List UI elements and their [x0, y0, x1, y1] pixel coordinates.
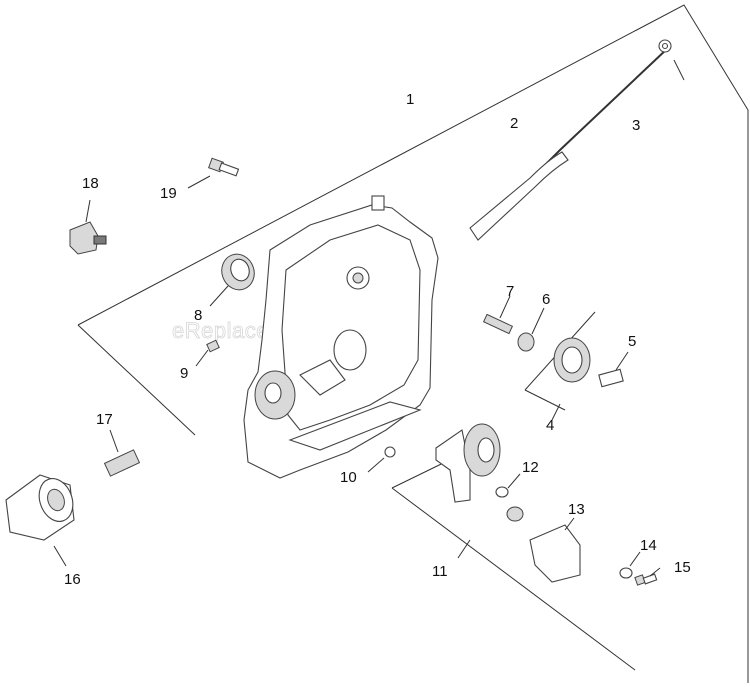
callout-16: 16: [64, 571, 81, 588]
callout-2: 2: [510, 115, 518, 132]
crankcase-cover-part[interactable]: [243, 195, 439, 479]
washer-14-part[interactable]: [619, 551, 641, 579]
callout-14: 14: [640, 537, 657, 554]
gear-bolt-part[interactable]: [598, 351, 629, 388]
oil-sensor-part[interactable]: [69, 199, 107, 255]
washer-part[interactable]: [517, 307, 545, 352]
callout-6: 6: [542, 291, 550, 308]
screw-15-part[interactable]: [634, 567, 661, 586]
callout-4: 4: [546, 417, 554, 434]
callout-18: 18: [82, 175, 99, 192]
callout-7: 7: [506, 283, 514, 300]
o-ring-12-part[interactable]: [495, 473, 521, 498]
callout-11: 11: [432, 563, 448, 580]
callout-3: 3: [632, 117, 640, 134]
callout-17: 17: [96, 411, 113, 428]
adapter-part[interactable]: [103, 429, 141, 477]
dipstick-part[interactable]: [469, 39, 685, 241]
oil-seal-part[interactable]: [209, 250, 259, 307]
o-ring-10-part[interactable]: [367, 446, 396, 473]
oil-pump-part[interactable]: [435, 423, 501, 559]
callout-13: 13: [568, 501, 585, 518]
callout-19: 19: [160, 185, 177, 202]
callout-15: 15: [674, 559, 691, 576]
callout-5: 5: [628, 333, 636, 350]
dowel-pin-part[interactable]: [195, 339, 220, 367]
callout-10: 10: [340, 469, 357, 486]
stud-part[interactable]: [482, 295, 514, 335]
oil-filter-part[interactable]: [5, 474, 79, 567]
callout-9: 9: [180, 365, 188, 382]
bolt-19-part[interactable]: [187, 157, 240, 189]
callout-12: 12: [522, 459, 539, 476]
gear-part[interactable]: [551, 337, 591, 421]
callout-8: 8: [194, 307, 202, 324]
callout-1: 1: [406, 91, 414, 108]
callouts: 1 2 3 4 5 6 7 8 9 10 11 12 13 14 15 16 1…: [64, 91, 691, 588]
oil-pickup-part[interactable]: [506, 506, 581, 583]
